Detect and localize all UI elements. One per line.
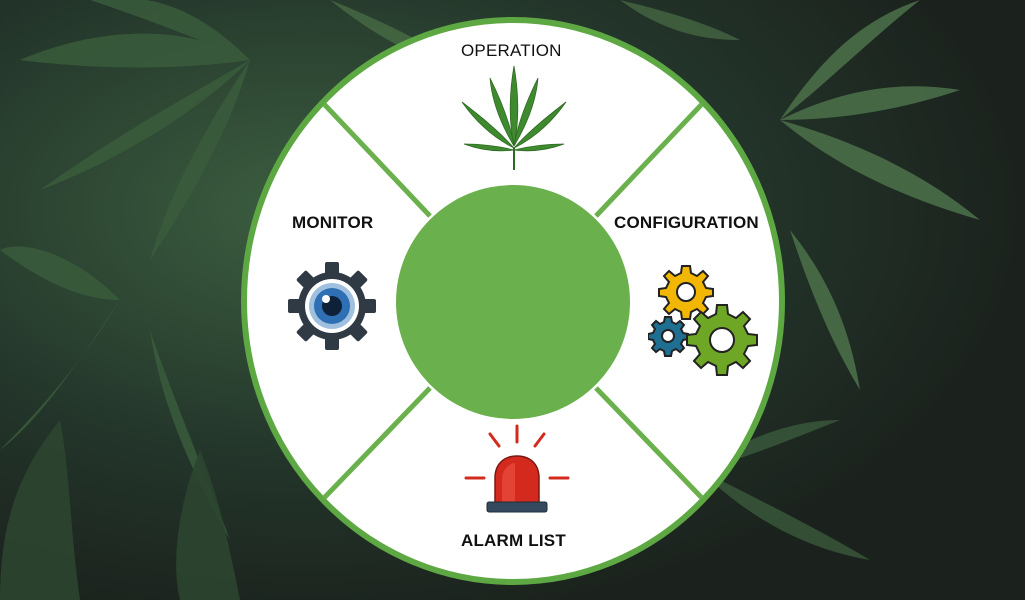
monitor-menu-label[interactable]: MONITOR — [292, 213, 374, 232]
cannabis-leaf-icon[interactable] — [458, 64, 570, 172]
alarm-list-menu-label[interactable]: ALARM LIST — [461, 531, 566, 550]
configuration-menu-label[interactable]: CONFIGURATION — [614, 213, 759, 232]
alarm-siren-icon[interactable] — [462, 424, 572, 516]
operation-menu-label[interactable]: OPERATION — [461, 41, 562, 60]
gears-icon[interactable] — [648, 264, 760, 378]
center-hub[interactable] — [396, 185, 630, 419]
menu-wheel — [241, 17, 785, 585]
eye-gear-icon[interactable] — [288, 262, 376, 350]
